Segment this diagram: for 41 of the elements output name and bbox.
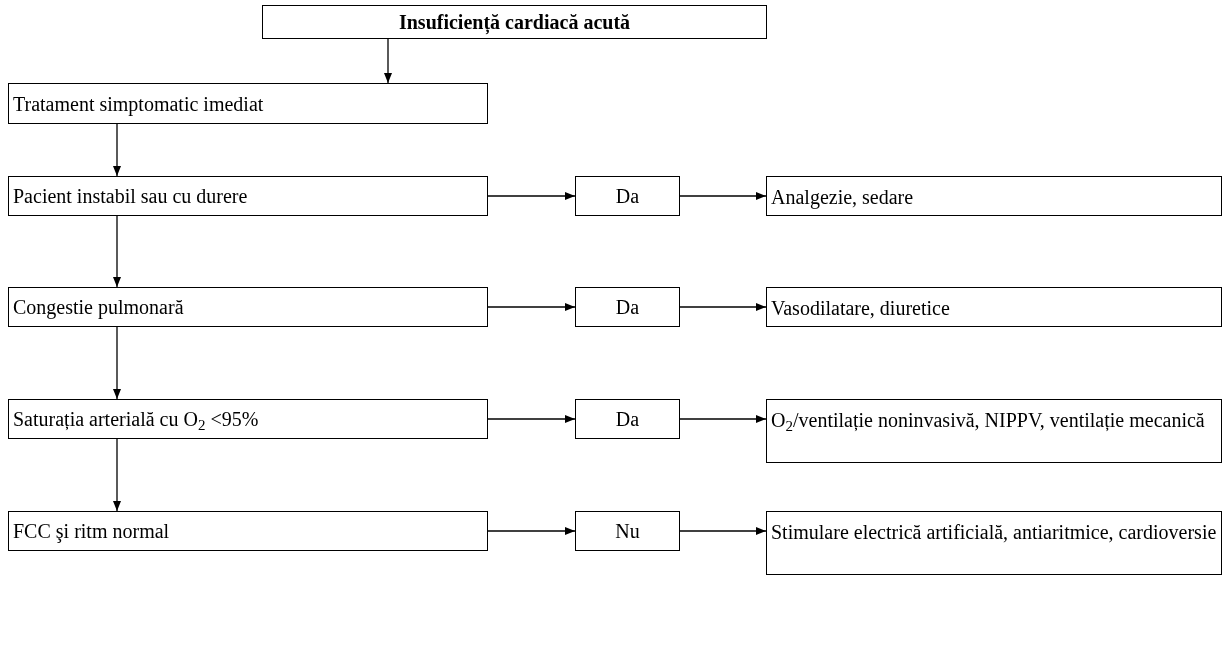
box-text: Congestie pulmonară — [13, 295, 184, 321]
arrow — [679, 415, 767, 423]
box-text: Da — [615, 184, 640, 209]
arrow — [487, 192, 576, 200]
box-text: O$_{2}$/ventilație noninvasivă, NIPPV, ventilație mecanică — [771, 408, 1205, 433]
arrow — [679, 527, 767, 535]
arrow — [487, 415, 576, 423]
arrow — [487, 527, 576, 535]
step-box — [8, 511, 488, 551]
box-text: Da — [615, 407, 640, 432]
answer-box — [575, 511, 680, 551]
arrow — [113, 326, 121, 400]
answer-box — [575, 399, 680, 439]
box-text: Insuficiență cardiacă acută — [398, 10, 631, 36]
box-text: Nu — [615, 519, 640, 544]
box-text: Saturația arterială cu O$_{2}$ <95% — [13, 407, 259, 434]
box-text: Da — [615, 295, 640, 320]
result-box — [766, 511, 1222, 575]
box-text: Stimulare electrică artificială, antiaritmice, cardioversie — [771, 520, 1217, 545]
result-box — [766, 176, 1222, 216]
box-text: FCC şi ritm normal — [13, 519, 170, 545]
box-text: Vasodilatare, diuretice — [771, 296, 950, 321]
box-text: Pacient instabil sau cu durere — [13, 184, 248, 209]
result-box — [766, 399, 1222, 463]
title-box — [262, 5, 767, 39]
step-box — [8, 176, 488, 216]
arrow — [113, 438, 121, 512]
arrow — [113, 215, 121, 288]
box-text: Analgezie, sedare — [771, 185, 914, 210]
arrow — [487, 303, 576, 311]
result-box — [766, 287, 1222, 327]
answer-box — [575, 176, 680, 216]
arrow — [679, 303, 767, 311]
arrow — [113, 123, 121, 177]
box-text: Tratament simptomatic imediat — [13, 91, 264, 118]
arrow — [679, 192, 767, 200]
step-box — [8, 83, 488, 124]
answer-box — [575, 287, 680, 327]
step-box — [8, 287, 488, 327]
arrow — [384, 38, 392, 84]
step-box — [8, 399, 488, 439]
